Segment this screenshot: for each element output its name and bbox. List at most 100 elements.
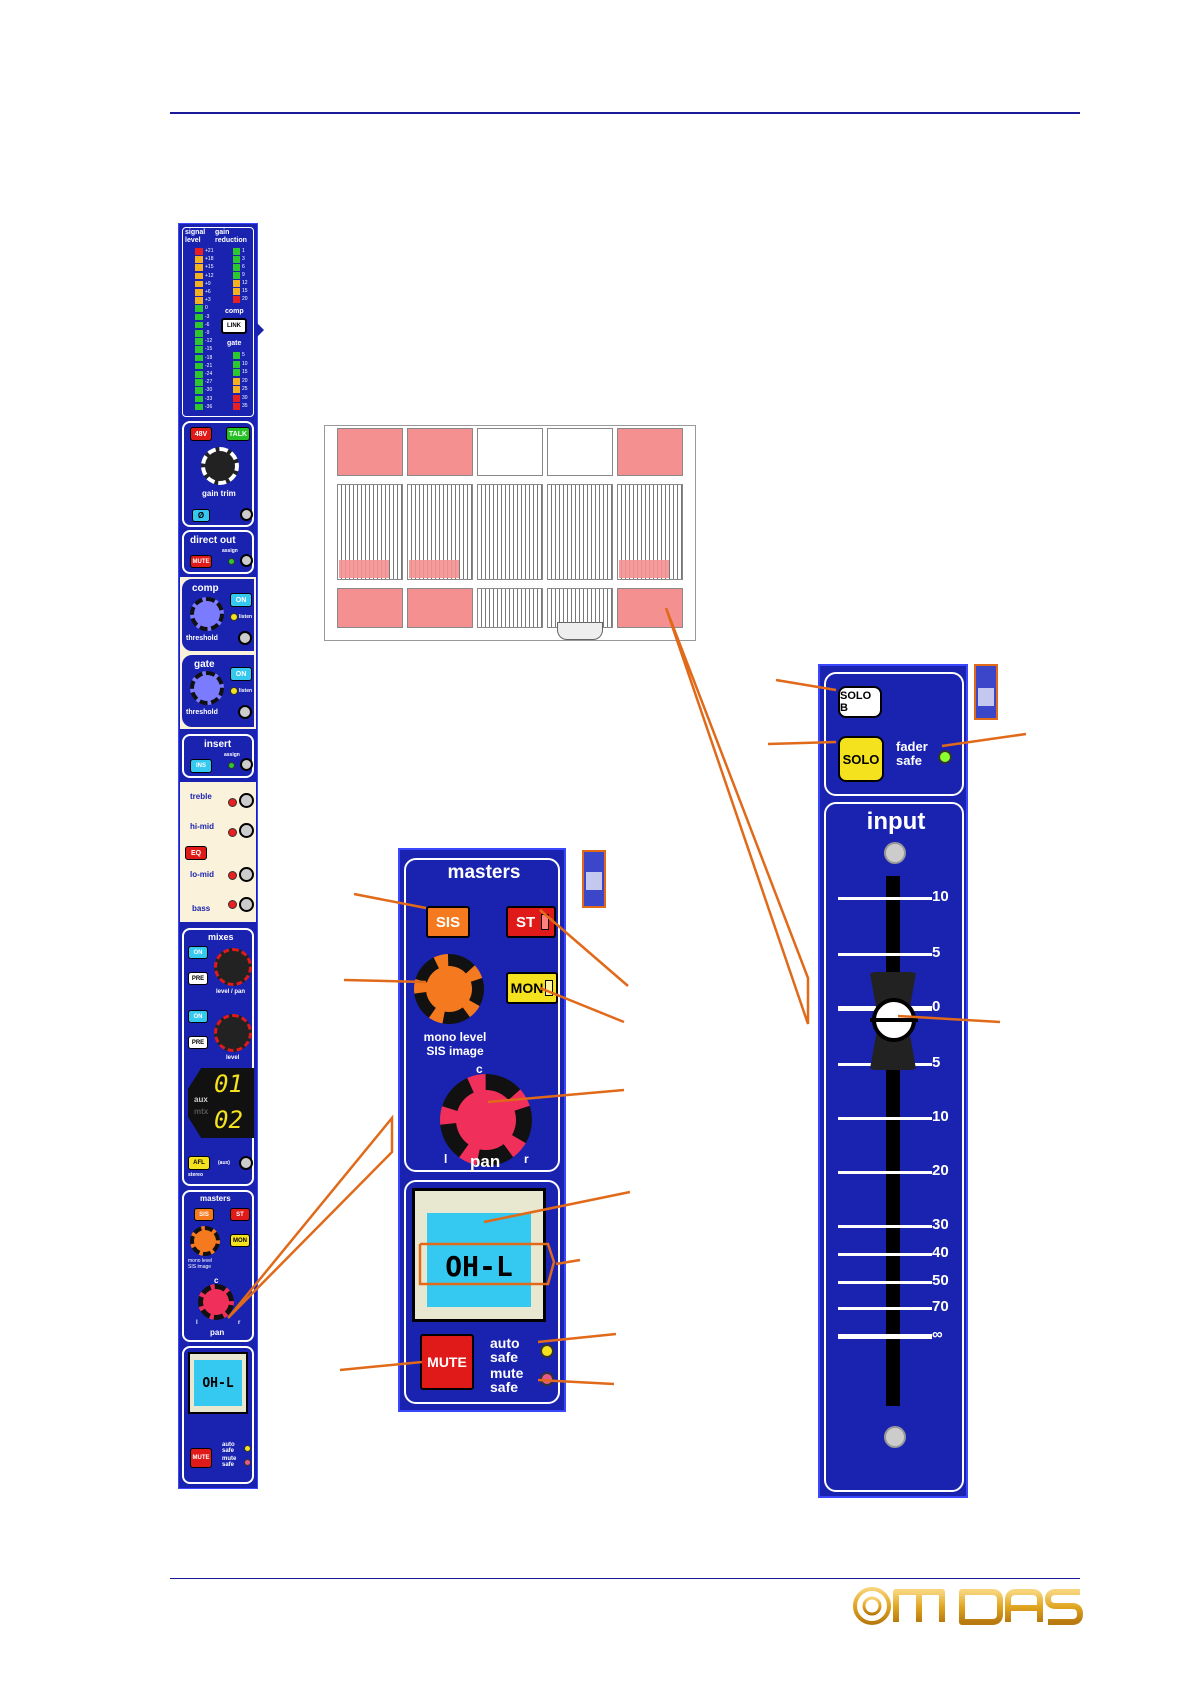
console-overview-diagram: [324, 425, 696, 641]
callout-mute: [339, 1360, 423, 1372]
meter-scale-label: 10: [242, 360, 248, 367]
gate-meter: [233, 352, 240, 412]
callout-masters-zoom: [227, 1114, 394, 1319]
mon-mini-button[interactable]: MON: [230, 1234, 250, 1247]
meter-segment: [233, 248, 240, 255]
fader-thumbnail-locator: [974, 664, 998, 720]
treble-select-button[interactable]: [239, 793, 254, 808]
mute-label: MUTE: [427, 1354, 467, 1370]
comp-on-button[interactable]: ON: [230, 593, 252, 607]
st-button[interactable]: ST: [506, 906, 556, 938]
gate-threshold-knob[interactable]: [190, 671, 224, 705]
comp-section: comp ON listen threshold: [182, 579, 254, 651]
meter-scale-label: -15: [205, 346, 213, 353]
mon-mini-label: MON: [233, 1237, 247, 1244]
pan-mini-knob[interactable]: [198, 1284, 234, 1320]
mixes-section: mixes ON PRE level / pan ON PRE level au…: [182, 928, 254, 1186]
insert-select-button[interactable]: [240, 758, 253, 771]
meter-segment: [195, 256, 203, 263]
talk-label: TALK: [228, 430, 248, 438]
mute-mini-button[interactable]: MUTE: [190, 1448, 212, 1468]
insert-assign-led: [228, 762, 235, 769]
fader-scale-label: 0: [932, 998, 941, 1015]
gate-select-button[interactable]: [238, 705, 252, 719]
input-section: 48V TALK gain trim Ø: [182, 421, 254, 527]
phase-button[interactable]: Ø: [192, 509, 210, 522]
gain-trim-knob[interactable]: [201, 447, 239, 485]
mix1-on-button[interactable]: ON: [188, 946, 208, 959]
comp-section-label: comp: [192, 583, 219, 594]
meter-segment: [233, 256, 240, 263]
fader-safe-led: [938, 750, 952, 764]
name-display: OH-L: [427, 1243, 531, 1289]
meter-segment: [195, 346, 203, 354]
direct-out-section: direct out assign MUTE: [182, 530, 254, 574]
phantom-48v-button[interactable]: 48V: [190, 427, 212, 441]
gate-threshold-label: threshold: [186, 709, 218, 716]
insert-ins-button[interactable]: INS: [190, 759, 212, 773]
talk-button[interactable]: TALK: [226, 427, 250, 441]
direct-out-mute-button[interactable]: MUTE: [190, 555, 212, 568]
mix2-on-button[interactable]: ON: [188, 1010, 208, 1023]
mixes-select-button[interactable]: [239, 1156, 253, 1170]
comp-threshold-knob[interactable]: [190, 597, 224, 631]
pan-mini-r: r: [238, 1320, 241, 1326]
mono-level-mini-knob[interactable]: [190, 1226, 220, 1256]
callout-st: [539, 909, 629, 987]
fader-title: input: [866, 808, 926, 835]
console-bay-top: [337, 428, 403, 476]
fader-top-screw: [884, 842, 906, 864]
pan-r-label: r: [524, 1152, 529, 1166]
sis-mini-button[interactable]: SIS: [194, 1208, 214, 1221]
mute-button[interactable]: MUTE: [420, 1334, 474, 1390]
console-bay-highlight: [619, 560, 669, 578]
meter-scale-label: +3: [205, 297, 211, 304]
meter-scale-label: 9: [242, 272, 245, 278]
sis-label: SIS: [435, 913, 461, 931]
midas-logo: [852, 1584, 1084, 1628]
name-display-frame: OH-L: [412, 1188, 546, 1322]
callout-fader-zoom: [664, 607, 810, 1025]
mixes-label: mixes: [208, 932, 234, 942]
sis-button[interactable]: SIS: [426, 906, 470, 938]
mix2-pre-button[interactable]: PRE: [188, 1036, 208, 1049]
st-mini-button[interactable]: ST: [230, 1208, 250, 1221]
mon-indicator: [545, 980, 554, 996]
meter-segment: [233, 272, 240, 279]
lomid-select-button[interactable]: [239, 867, 254, 882]
pan-mini-c: c: [214, 1276, 219, 1285]
solo-b-button[interactable]: SOLO B: [838, 686, 882, 718]
fader-tick: [838, 1280, 932, 1284]
direct-out-mute-label: MUTE: [192, 558, 210, 565]
solo-button[interactable]: SOLO: [838, 736, 884, 782]
mute-mini-label: MUTE: [192, 1455, 210, 1461]
meter-scale-label: -27: [205, 379, 213, 386]
eq-lomid-band: lo-mid: [182, 862, 254, 892]
mix1-level-pan-knob[interactable]: [214, 948, 252, 986]
gate-listen-label: listen: [239, 688, 253, 694]
mon-button[interactable]: MON: [506, 972, 558, 1004]
link-button[interactable]: LINK: [221, 318, 247, 334]
afl-button[interactable]: AFL: [188, 1156, 210, 1170]
mix2-level-knob[interactable]: [214, 1014, 252, 1052]
himid-select-button[interactable]: [239, 823, 254, 838]
comp-select-button[interactable]: [238, 631, 252, 645]
meter-scale-label: 1: [242, 248, 245, 254]
bass-select-button[interactable]: [239, 897, 254, 912]
gate-on-button[interactable]: ON: [230, 667, 252, 681]
eq-in-button[interactable]: EQ: [185, 846, 207, 860]
gain-trim-select-button[interactable]: [240, 508, 253, 521]
mtx-label: mtx: [194, 1107, 209, 1116]
comp-on-label: ON: [235, 596, 247, 604]
direct-out-select-button[interactable]: [240, 554, 253, 567]
callout-mute-safe: [537, 1378, 615, 1386]
meter-scale-label: -24: [205, 371, 213, 377]
insert-section: insert assign INS: [182, 734, 254, 778]
lomid-led: [228, 871, 237, 880]
eq-himid-band: hi-mid: [182, 814, 254, 848]
fader-scale-label: 50: [932, 1272, 949, 1289]
mix1-pre-button[interactable]: PRE: [188, 972, 208, 985]
meter-segment: [195, 371, 203, 378]
